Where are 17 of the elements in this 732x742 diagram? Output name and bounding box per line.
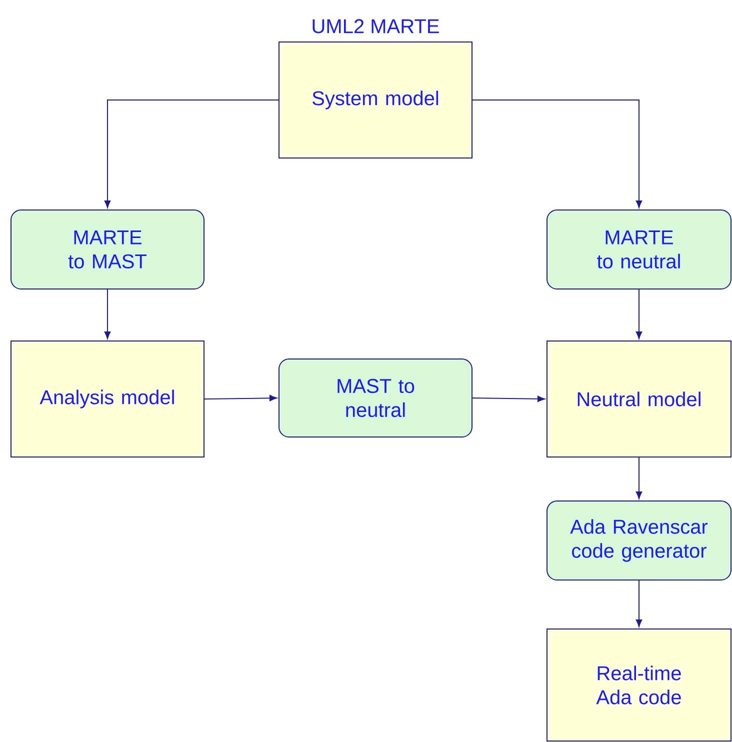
arrow [472, 396, 545, 402]
model-box: System model [278, 42, 472, 158]
transformation-box: MARTE to neutral [546, 210, 732, 290]
arrow [104, 289, 111, 339]
transformation-box: MARTE to MAST [10, 210, 204, 290]
model-box: Real-time Ada code [546, 628, 732, 742]
arrow [472, 100, 642, 208]
transformation-box: MAST to neutral [278, 358, 472, 438]
arrow [636, 289, 642, 339]
arrow [636, 580, 642, 627]
arrow [204, 395, 277, 402]
model-box: Analysis model [10, 340, 204, 458]
arrow [636, 457, 642, 499]
arrow [104, 100, 279, 208]
transformation-box: Ada Ravenscar code generator [546, 500, 732, 580]
model-box: Neutral model [546, 340, 732, 458]
heading: UML2 MARTE [312, 19, 439, 34]
